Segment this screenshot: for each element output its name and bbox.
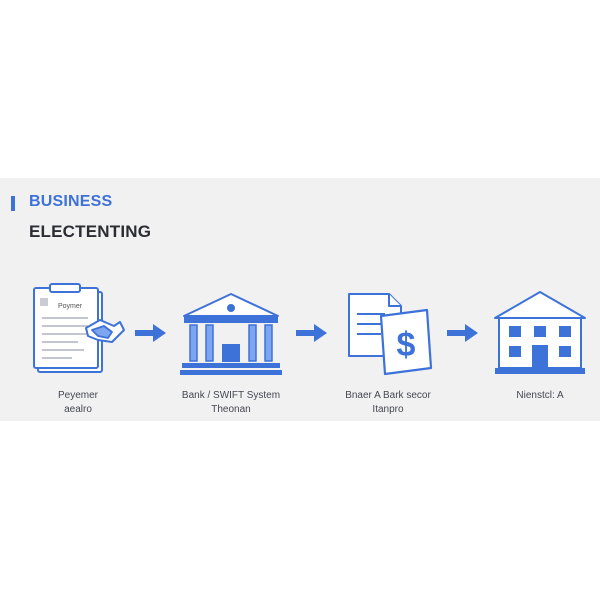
step-3-caption-line2: Itanpro (372, 404, 404, 415)
step-1-caption-line1: Peyemer (57, 390, 98, 401)
diagram-title-line1: BUSINESS (29, 193, 113, 210)
dollar-sign-icon: $ (397, 326, 416, 364)
title-accent-bar (11, 196, 15, 211)
arrow-right-icon (447, 324, 478, 342)
step-4-caption-line1: Nienstcl: A (516, 390, 564, 401)
step-3-caption: Bnaer A Bark secor Itanpro (318, 389, 458, 417)
step-1-caption: Peyemer aealro (8, 389, 148, 417)
step-3-caption-line1: Bnaer A Bark secor (345, 390, 431, 401)
arrow-right-icon (135, 324, 166, 342)
step-1-caption-line2: aealro (64, 404, 92, 415)
step-2-caption-line2: Theonan (211, 404, 251, 415)
step-4-caption: Nienstcl: A (470, 389, 600, 403)
step-2-caption-line1: Bank / SWIFT System (181, 390, 281, 401)
diagram-title-line2: ELECTENTING (29, 222, 152, 241)
payment-document-icon: Poymer (33, 283, 125, 373)
document-label: Poymer (58, 303, 83, 310)
dollar-invoice-icon: $ (348, 293, 433, 376)
step-2-caption: Bank / SWIFT System Theonan (161, 389, 301, 417)
bank-building-icon (180, 293, 282, 375)
arrow-right-icon (296, 324, 327, 342)
office-building-icon (494, 291, 586, 374)
